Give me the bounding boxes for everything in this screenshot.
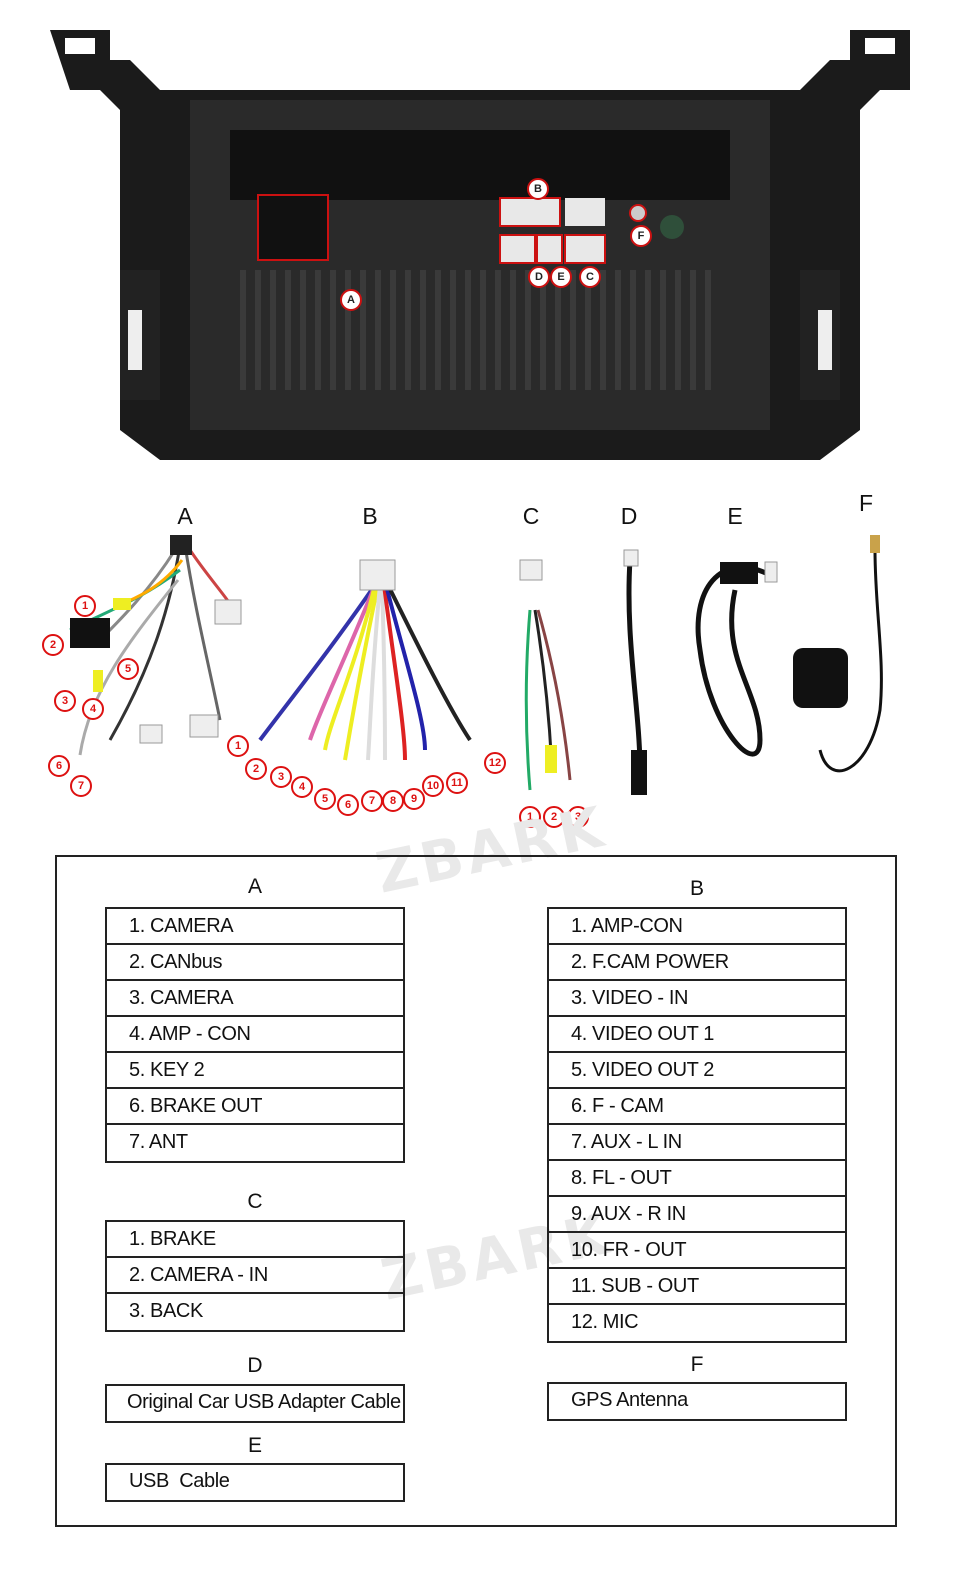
legend-b-table: 1. AMP-CON 2. F.CAM POWER 3. VIDEO - IN … bbox=[547, 907, 847, 1343]
legend-c-title: C bbox=[247, 1190, 263, 1213]
legend-b-row: 10. FR - OUT bbox=[549, 1233, 845, 1269]
cable-c-pin-2: 2 bbox=[543, 806, 565, 828]
cable-b-pin-3: 3 bbox=[270, 766, 292, 788]
legend-a-table: 1. CAMERA 2. CANbus 3. CAMERA 4. AMP - C… bbox=[105, 907, 405, 1163]
legend-b-row: 3. VIDEO - IN bbox=[549, 981, 845, 1017]
legend-c-row: 1. BRAKE bbox=[107, 1222, 403, 1258]
cable-letter-c: C bbox=[522, 503, 540, 529]
cable-letter-d: D bbox=[620, 503, 638, 529]
legend-a-row: 2. CANbus bbox=[107, 945, 403, 981]
legend-a-row: 5. KEY 2 bbox=[107, 1053, 403, 1089]
legend-b-row: 4. VIDEO OUT 1 bbox=[549, 1017, 845, 1053]
cable-b-pin-9: 9 bbox=[403, 788, 425, 810]
legend-c-row: 3. BACK bbox=[129, 1300, 203, 1322]
cable-a-pin-6: 6 bbox=[48, 755, 70, 777]
cable-b-pin-1: 1 bbox=[227, 735, 249, 757]
legend-a-row: 1. CAMERA bbox=[107, 909, 403, 945]
legend-a-title: A bbox=[247, 875, 262, 898]
legend-f-title: F bbox=[690, 1353, 704, 1376]
legend-c-row: 2. CAMERA - IN bbox=[107, 1258, 403, 1294]
legend-f-row: GPS Antenna bbox=[571, 1389, 688, 1411]
cable-a-pin-4: 4 bbox=[82, 698, 104, 720]
unit-label-a: A bbox=[340, 289, 362, 311]
legend-b-title: B bbox=[689, 877, 704, 900]
unit-label-e: E bbox=[550, 266, 572, 288]
cables-photo bbox=[69, 535, 883, 795]
cable-b-pin-12: 12 bbox=[484, 752, 506, 774]
cable-b-pin-4: 4 bbox=[291, 776, 313, 798]
cable-a-pin-3: 3 bbox=[54, 690, 76, 712]
legend-box: A 1. CAMERA 2. CANbus 3. CAMERA 4. AMP -… bbox=[55, 855, 897, 1527]
cable-letter-f: F bbox=[858, 490, 874, 516]
cable-b-pin-6: 6 bbox=[337, 794, 359, 816]
cable-a-pin-1: 1 bbox=[74, 595, 96, 617]
legend-a-row: 6. BRAKE OUT bbox=[107, 1089, 403, 1125]
legend-e-table: USB Cable bbox=[105, 1463, 405, 1502]
cable-letter-b: B bbox=[362, 503, 378, 529]
cable-a-pin-7: 7 bbox=[70, 775, 92, 797]
legend-b-row: 11. SUB - OUT bbox=[549, 1269, 845, 1305]
legend-a-row: 7. ANT bbox=[129, 1131, 188, 1153]
cable-c-pin-1: 1 bbox=[519, 806, 541, 828]
cable-c-pin-3: 3 bbox=[567, 806, 589, 828]
cable-a-pin-5: 5 bbox=[117, 658, 139, 680]
cable-letter-a: A bbox=[177, 503, 193, 529]
unit-label-c: C bbox=[579, 266, 601, 288]
head-unit-rear-photo bbox=[50, 30, 910, 460]
legend-e-title: E bbox=[247, 1434, 262, 1457]
cable-b-pin-5: 5 bbox=[314, 788, 336, 810]
legend-a-row: 3. CAMERA bbox=[107, 981, 403, 1017]
legend-a-row: 4. AMP - CON bbox=[107, 1017, 403, 1053]
unit-label-d: D bbox=[528, 266, 550, 288]
legend-e-row: USB Cable bbox=[129, 1470, 230, 1492]
legend-b-row: 12. MIC bbox=[571, 1311, 639, 1333]
cable-b-pin-8: 8 bbox=[382, 790, 404, 812]
cable-letter-e: E bbox=[727, 503, 743, 529]
legend-d-title: D bbox=[247, 1354, 263, 1377]
legend-b-row: 2. F.CAM POWER bbox=[549, 945, 845, 981]
cable-b-pin-10: 10 bbox=[422, 775, 444, 797]
legend-b-row: 6. F - CAM bbox=[549, 1089, 845, 1125]
legend-f-table: GPS Antenna bbox=[547, 1382, 847, 1421]
legend-b-row: 5. VIDEO OUT 2 bbox=[549, 1053, 845, 1089]
legend-b-row: 8. FL - OUT bbox=[549, 1161, 845, 1197]
cable-a-pin-2: 2 bbox=[42, 634, 64, 656]
legend-b-row: 1. AMP-CON bbox=[549, 909, 845, 945]
legend-d-table: Original Car USB Adapter Cable bbox=[105, 1384, 405, 1423]
cable-b-pin-2: 2 bbox=[245, 758, 267, 780]
unit-label-f: F bbox=[630, 225, 652, 247]
legend-b-row: 9. AUX - R IN bbox=[549, 1197, 845, 1233]
legend-c-table: 1. BRAKE 2. CAMERA - IN 3. BACK bbox=[105, 1220, 405, 1332]
cable-b-pin-11: 11 bbox=[446, 772, 468, 794]
legend-d-row: Original Car USB Adapter Cable bbox=[127, 1391, 401, 1413]
cable-b-pin-7: 7 bbox=[361, 790, 383, 812]
unit-label-b: B bbox=[527, 178, 549, 200]
legend-b-row: 7. AUX - L IN bbox=[549, 1125, 845, 1161]
